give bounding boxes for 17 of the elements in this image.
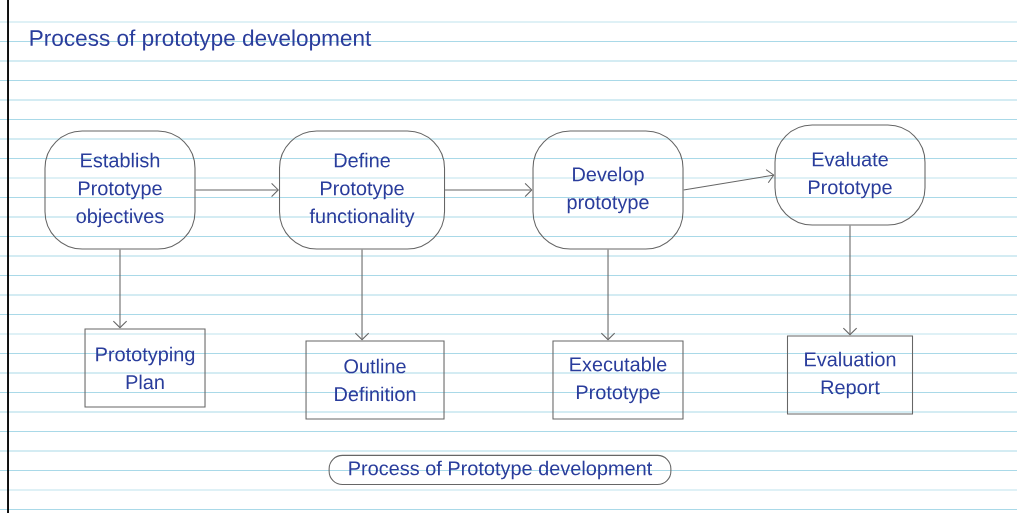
- caption: Process of Prototype development: [328, 454, 672, 486]
- output-box: Evaluation Report: [786, 335, 914, 415]
- output-box: Prototyping Plan: [84, 328, 206, 408]
- process-step: Establish Prototype objectives: [44, 130, 196, 250]
- arrow: [354, 248, 370, 341]
- output-box: Outline Definition: [305, 340, 445, 420]
- arrow: [683, 169, 775, 191]
- arrow: [842, 225, 858, 336]
- arrow: [195, 182, 279, 198]
- process-step: Evaluate Prototype: [774, 124, 926, 226]
- arrow: [600, 248, 616, 341]
- arrow: [444, 182, 533, 198]
- arrow: [112, 248, 128, 329]
- title: Process of prototype development: [30, 29, 372, 51]
- output-box: Executable Prototype: [552, 340, 684, 420]
- process-step: Define Prototype functionality: [279, 130, 446, 250]
- process-step: Develop prototype: [532, 130, 684, 250]
